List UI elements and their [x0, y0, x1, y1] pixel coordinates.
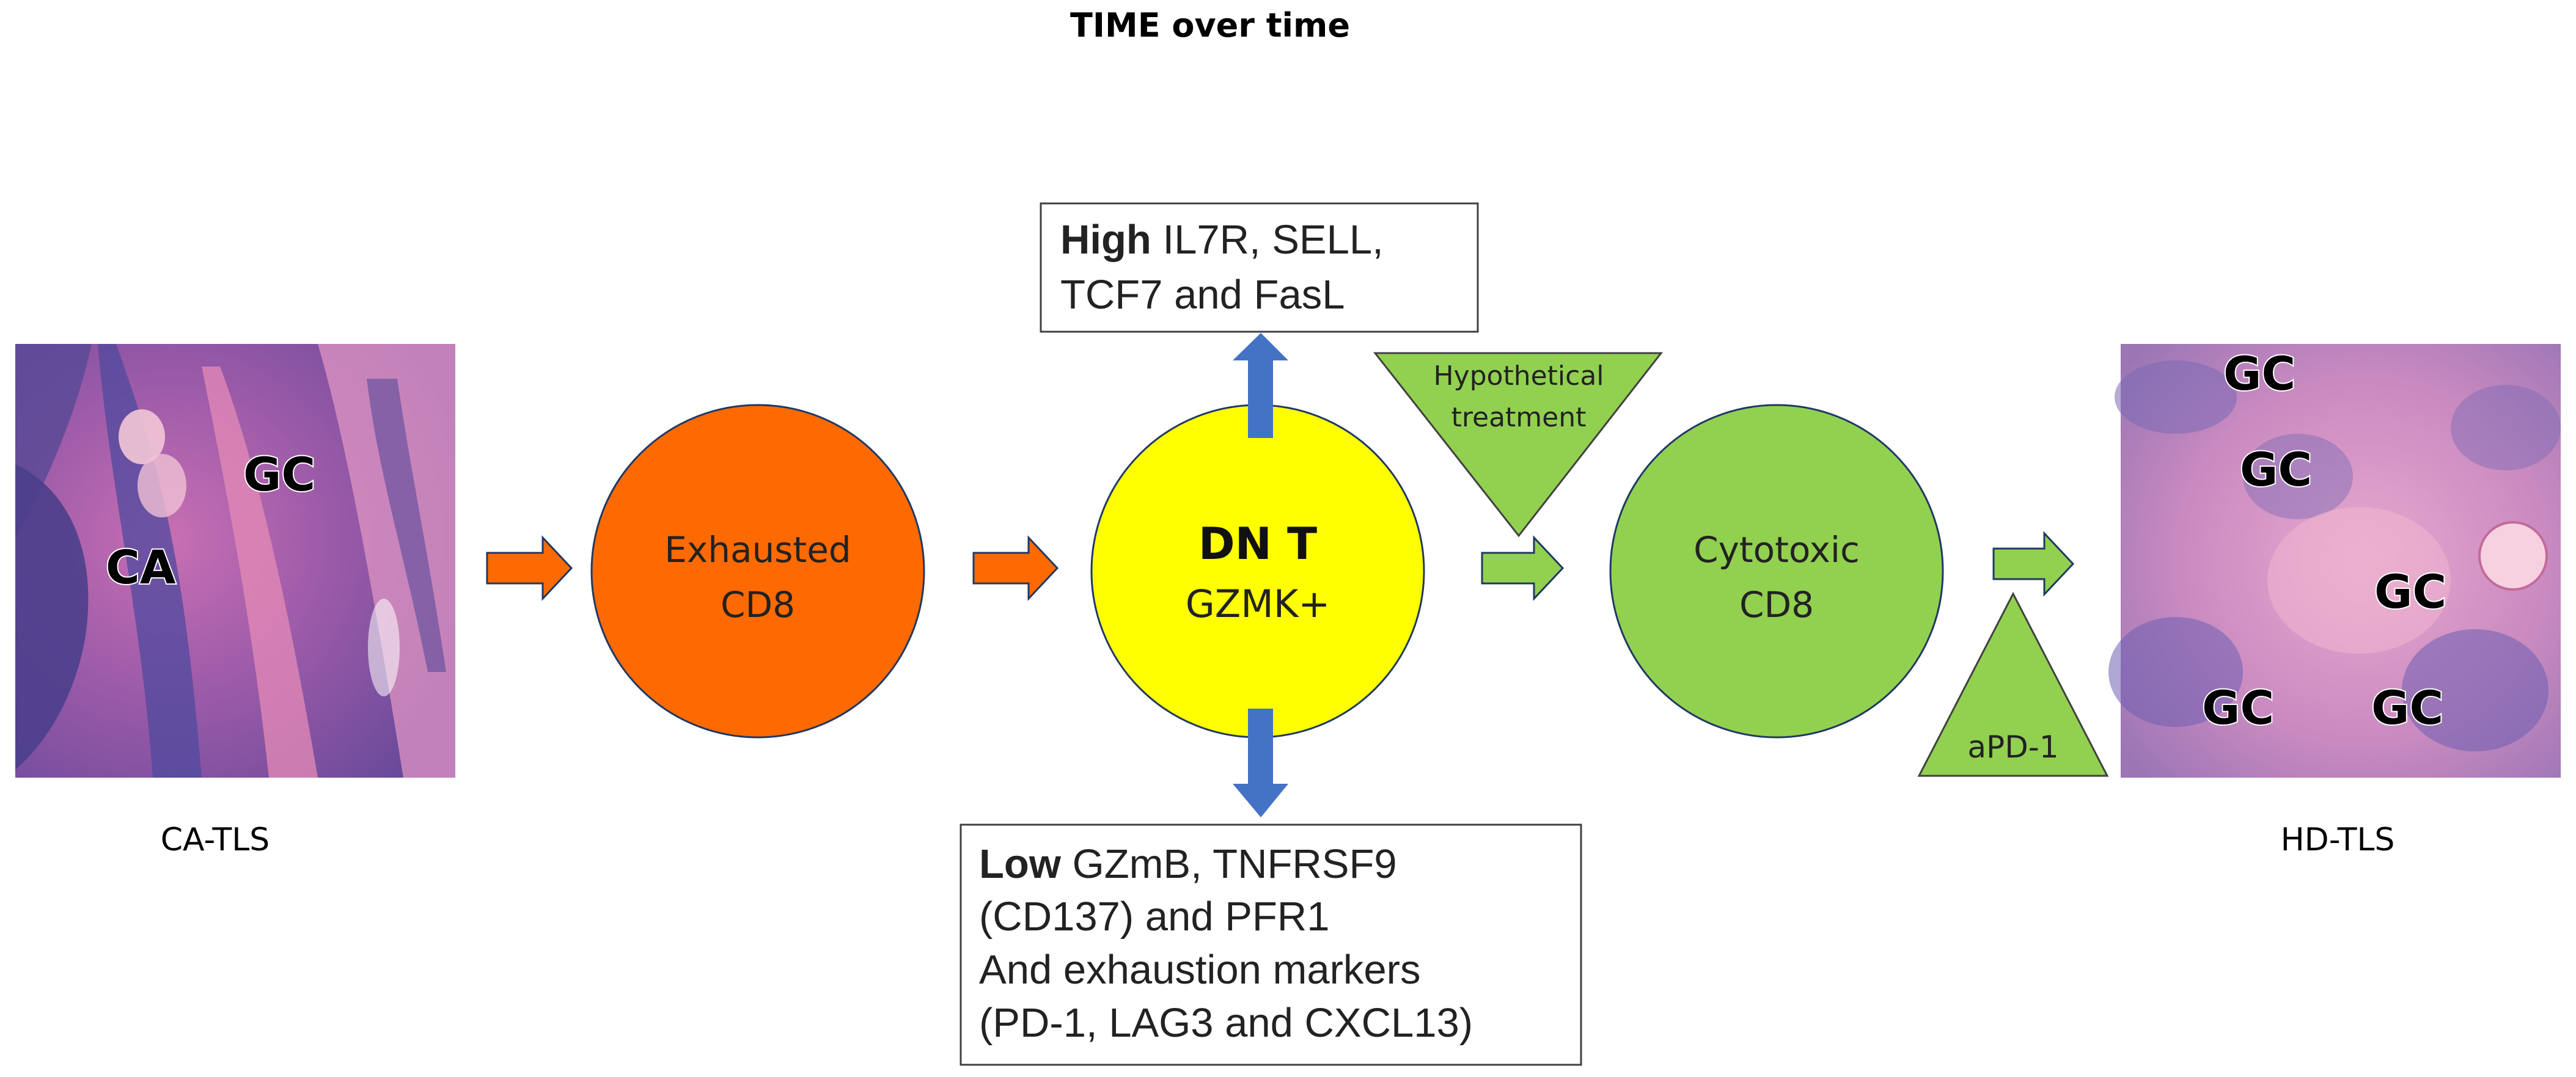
high-markers-1: IL7R, SELL, [1151, 217, 1384, 263]
hypothetical-line-1: Hypothetical [1433, 360, 1604, 392]
diagram-title: TIME over time [1070, 6, 1350, 45]
dnt-gzmk-node [1090, 404, 1425, 739]
arrow-to-exhausted [486, 535, 573, 601]
exhausted-sublabel: CD8 [721, 584, 795, 626]
exhausted-label: Exhausted [664, 529, 851, 571]
hd-tls-image: GC GC GC GC GC [2108, 344, 2561, 778]
right-gc-label-1: GC [2223, 346, 2295, 401]
arrow-to-cytotoxic [1481, 535, 1565, 601]
down-arrow-low [1233, 709, 1288, 817]
right-gc-label-4: GC [2202, 681, 2274, 735]
right-gc-label-2: GC [2240, 442, 2312, 497]
cytotoxic-sublabel: CD8 [1739, 584, 1814, 626]
hypothetical-line-2: treatment [1451, 402, 1587, 433]
high-markers-box [1040, 202, 1479, 333]
low-line-2: (CD137) and PFR1 [979, 894, 1329, 940]
apd1-triangle [1917, 591, 2109, 777]
low-line-1: Low GZmB, TNFRSF9 [979, 841, 1397, 887]
up-arrow-high [1233, 333, 1288, 438]
hd-tls-caption: HD-TLS [2281, 822, 2395, 858]
right-gc-label-5: GC [2371, 681, 2443, 735]
arrow-to-dnt [972, 535, 1059, 601]
exhausted-cd8-node [590, 404, 925, 739]
high-line-2: TCF7 and FasL [1060, 272, 1345, 318]
high-line-1: High IL7R, SELL, [1060, 217, 1384, 263]
high-keyword: High [1060, 217, 1151, 263]
ca-label: CA [106, 540, 176, 594]
ca-tls-caption: CA-TLS [161, 822, 270, 858]
low-markers-box [960, 823, 1582, 1066]
ca-tls-image: CA GC [15, 344, 455, 778]
arrow-to-hd-tls [1992, 531, 2075, 597]
cytotoxic-cd8-node [1609, 404, 1944, 739]
low-line-4: (PD-1, LAG3 and CXCL13) [979, 1000, 1473, 1046]
low-line-3: And exhaustion markers [979, 947, 1420, 993]
right-gc-label-3: GC [2374, 564, 2446, 619]
left-gc-label: GC [243, 447, 315, 502]
cytotoxic-label: Cytotoxic [1693, 529, 1860, 571]
gzmk-label: GZMK+ [1186, 582, 1330, 626]
hypothetical-treatment-triangle [1373, 352, 1664, 538]
low-keyword: Low [979, 841, 1062, 887]
apd1-label: aPD-1 [1967, 729, 2058, 765]
dnt-label: DN T [1198, 518, 1317, 569]
low-markers-1: GZmB, TNFRSF9 [1061, 841, 1397, 887]
